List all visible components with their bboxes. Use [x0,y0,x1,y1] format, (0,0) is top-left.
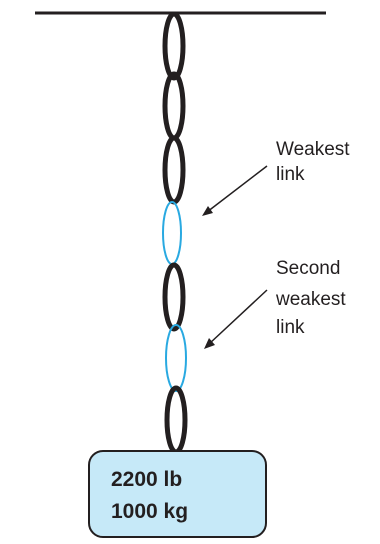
chain-link-strong [162,11,186,81]
weight-kilograms: 1000 kg [111,500,188,523]
chain-link-strong [164,385,188,455]
second-weakest-label-line2: weakest [275,289,346,310]
weakest-link-callout: Weakest link [202,139,350,216]
second-weakest-link-arrow [208,289,268,345]
second-weakest-link-arrowhead [204,338,215,349]
chain-link-second-weakest [165,324,187,392]
weight-block: 2200 lb 1000 kg [88,450,267,538]
chain-link-weakest [162,201,182,265]
chain-link-strong [162,71,186,141]
weight-pounds: 2200 lb [111,468,182,491]
second-weakest-link-callout: Second weakest link [204,258,346,349]
weakest-link-label-line1: Weakest [276,139,350,160]
second-weakest-label-line1: Second [276,258,340,279]
chain [162,11,188,455]
weakest-link-arrow [206,165,268,213]
weakest-link-label-line2: link [276,164,305,185]
second-weakest-label-line3: link [276,317,305,338]
weakest-link-arrowhead [202,206,213,216]
weight-box [88,450,267,538]
chain-link-strong [162,135,186,205]
chain-link-strong [162,262,186,332]
